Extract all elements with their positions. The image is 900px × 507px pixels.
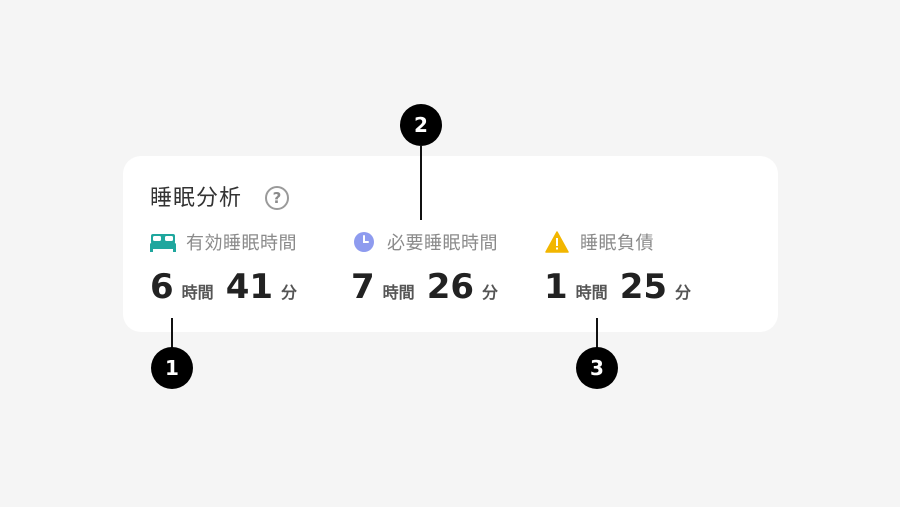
hours-value: 1 — [544, 267, 568, 307]
metric-label: 必要睡眠時間 — [387, 233, 498, 254]
metric-label-row: 必要睡眠時間 — [351, 226, 498, 258]
hours-unit: 時間 — [181, 283, 214, 302]
minutes-value: 41 — [225, 267, 274, 307]
metric-effective-sleep: 有効睡眠時間 6 時間 41 分 — [150, 226, 297, 316]
metric-value: 6 時間 41 分 — [150, 262, 297, 314]
clock-icon — [351, 229, 377, 255]
metric-value: 7 時間 26 分 — [351, 262, 498, 314]
metric-sleep-debt: 睡眠負債 1 時間 25 分 — [544, 226, 691, 316]
metric-label-row: 有効睡眠時間 — [150, 226, 297, 258]
callout-line-2 — [420, 146, 422, 220]
minutes-unit: 分 — [675, 283, 692, 302]
hours-unit: 時間 — [575, 283, 608, 302]
metric-label: 睡眠負債 — [580, 233, 654, 254]
minutes-unit: 分 — [281, 283, 298, 302]
callout-line-1 — [171, 318, 173, 348]
hours-value: 6 — [150, 267, 174, 307]
callout-badge-2: 2 — [400, 104, 442, 146]
callout-badge-3: 3 — [576, 347, 618, 389]
question-circle-icon[interactable]: ? — [265, 186, 289, 210]
callout-line-3 — [596, 318, 598, 348]
card-title: 睡眠分析 — [150, 186, 243, 211]
metric-required-sleep: 必要睡眠時間 7 時間 26 分 — [351, 226, 498, 316]
warning-icon — [544, 229, 570, 255]
sleep-analysis-card — [123, 156, 778, 332]
metric-value: 1 時間 25 分 — [544, 262, 691, 314]
minutes-unit: 分 — [482, 283, 499, 302]
hours-unit: 時間 — [382, 283, 415, 302]
help-glyph: ? — [272, 189, 282, 207]
bed-icon — [150, 229, 176, 255]
minutes-value: 25 — [619, 267, 668, 307]
callout-badge-1: 1 — [151, 347, 193, 389]
metric-label: 有効睡眠時間 — [186, 233, 297, 254]
metric-label-row: 睡眠負債 — [544, 226, 691, 258]
hours-value: 7 — [351, 267, 375, 307]
minutes-value: 26 — [426, 267, 475, 307]
